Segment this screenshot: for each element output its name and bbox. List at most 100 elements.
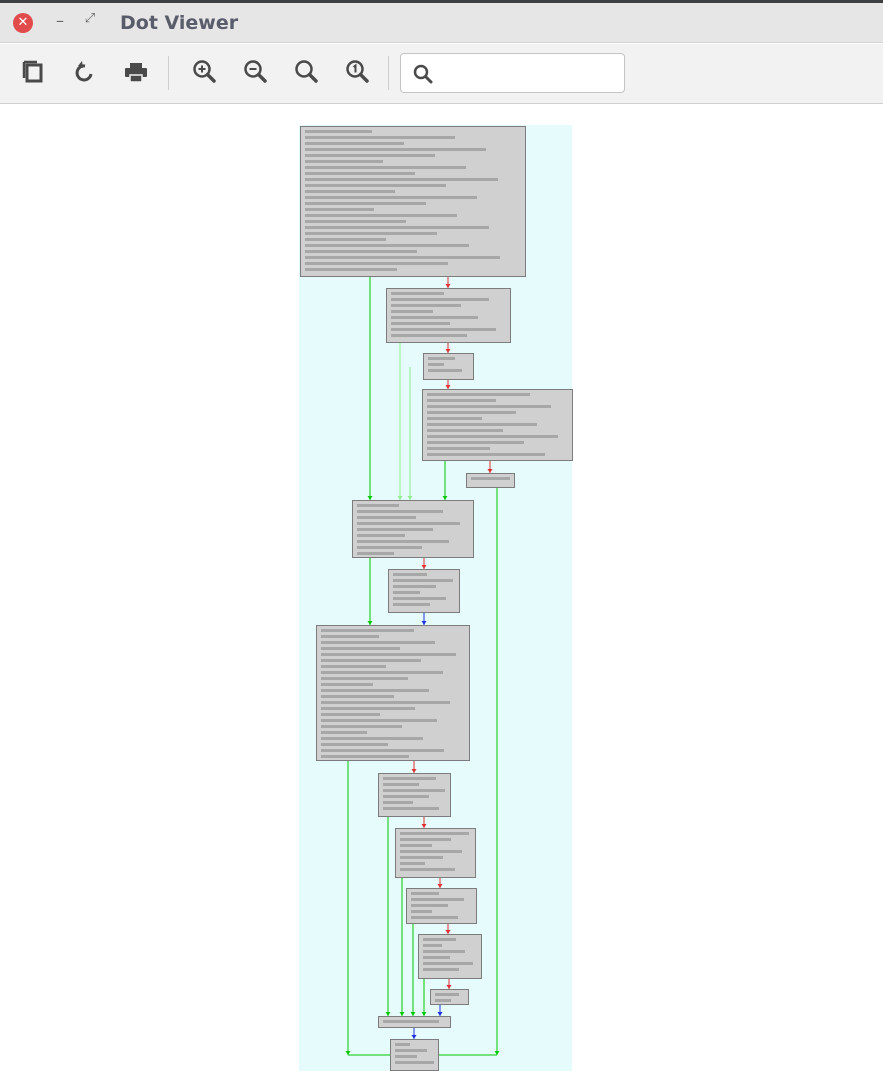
node-text-line [400,862,426,865]
print-button[interactable] [121,57,151,87]
node-text-line [393,603,431,606]
node-text-line [305,268,397,271]
graph-node[interactable] [300,126,526,277]
edge-arrowhead [407,496,413,500]
graph-node[interactable] [390,1039,439,1071]
node-text-line [393,573,427,576]
node-text-line [395,1055,417,1058]
node-text-line [305,172,415,175]
open-button[interactable] [18,57,48,87]
edge-arrowhead [421,1012,427,1016]
graph-node[interactable] [395,828,476,878]
node-text-line [391,292,444,295]
node-text-line [357,516,416,519]
node-text-line [357,522,461,525]
node-text-line [400,832,469,835]
node-text-line [423,938,456,941]
node-text-line [393,597,447,600]
edge-arrowhead [411,769,417,773]
node-text-line [427,453,545,456]
graph-node[interactable] [418,934,482,979]
node-text-line [383,789,446,792]
node-text-line [321,683,373,686]
zoom-fit-button[interactable] [291,57,321,87]
zoom-out-icon [244,60,267,83]
graph-edges [345,277,500,1056]
graph-node[interactable] [386,288,511,343]
graph-node[interactable] [423,353,474,380]
graph-canvas[interactable] [0,105,883,1077]
node-text-line [305,136,456,139]
node-text-line [305,256,500,259]
edge-arrowhead [445,385,451,389]
node-text-line [393,591,421,594]
node-text-line [321,641,435,644]
search-box[interactable] [400,53,625,93]
node-text-line [383,777,436,780]
node-text-line [391,316,479,319]
edge-arrowhead [446,985,452,989]
node-text-line [391,298,490,301]
maximize-window-button[interactable]: ⤢ [84,11,96,26]
node-text-line [400,856,444,859]
node-text-line [321,713,381,716]
node-text-line [427,441,524,444]
node-text-line [391,334,468,337]
node-text-line [305,202,426,205]
node-text-line [305,208,375,211]
edge-arrowhead [445,930,451,934]
node-text-line [395,1061,434,1064]
node-text-line [321,755,410,758]
node-text-line [321,731,367,734]
graph-node[interactable] [430,989,469,1005]
node-text-line [393,579,453,582]
graph-node[interactable] [378,1016,451,1028]
node-text-line [305,160,384,163]
node-text-line [321,629,414,632]
zoom-out-button[interactable] [240,57,270,87]
node-text-line [305,178,498,181]
node-text-line [427,429,503,432]
graph-node[interactable] [422,389,573,461]
node-text-line [321,749,445,752]
zoom-in-icon [193,60,216,83]
graph-node[interactable] [466,473,515,488]
toolbar-separator [388,56,389,90]
node-text-line [471,477,510,480]
node-text-line [321,653,457,656]
node-text-line [305,196,478,199]
node-text-line [305,148,487,151]
edge-arrowhead [367,496,373,500]
search-input[interactable] [441,60,617,86]
node-text-line [305,190,395,193]
graph-node[interactable] [406,888,477,924]
toolbar-separator [168,56,169,90]
node-text-line [305,226,489,229]
minimize-window-button[interactable]: – [56,11,64,30]
graph-node[interactable] [352,500,474,558]
zoom-in-button[interactable] [189,57,219,87]
edge-arrowhead [397,496,403,500]
node-text-line [427,417,483,420]
title-bar: ✕ – ⤢ Dot Viewer [0,3,883,43]
node-text-line [423,968,459,971]
edge-arrowhead [445,284,451,288]
node-text-line [411,910,433,913]
graph-node[interactable] [378,773,451,817]
node-text-line [305,238,386,241]
zoom-100-icon [346,60,369,83]
zoom-100-button[interactable] [342,57,372,87]
node-text-line [321,659,422,662]
node-text-line [305,244,469,247]
node-text-line [391,304,462,307]
node-text-line [305,184,447,187]
node-text-line [427,411,517,414]
graph-node[interactable] [388,569,460,613]
reload-button[interactable] [70,57,100,87]
node-text-line [427,447,490,450]
node-text-line [423,956,451,959]
close-window-button[interactable]: ✕ [13,13,33,33]
graph-node[interactable] [316,625,470,761]
node-text-line [423,950,465,953]
node-text-line [321,701,451,704]
